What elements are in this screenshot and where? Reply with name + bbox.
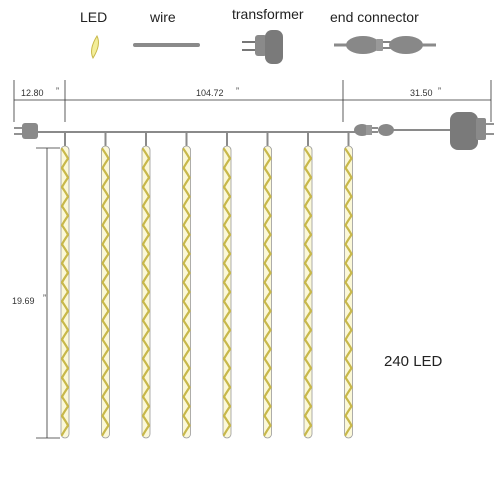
led-strand (303, 132, 313, 439)
led-bulb (182, 424, 191, 437)
dim-right-unit: ” (438, 86, 441, 96)
legend-led-icon (91, 34, 99, 60)
dimension-top (13, 80, 492, 122)
led-strand (182, 132, 191, 439)
transformer-icon (450, 112, 494, 150)
led-bulb (60, 424, 70, 437)
legend-end-connector-label: end connector (330, 9, 419, 25)
legend-led-label: LED (80, 9, 108, 25)
dim-left-value: 12.80 (21, 88, 44, 98)
end-connector-icon (354, 124, 394, 136)
led-bulb (344, 424, 353, 437)
legend-end-connector-icon (334, 36, 436, 54)
led-strands (60, 132, 353, 439)
led-strand (263, 132, 272, 439)
led-bulb (263, 424, 272, 437)
led-strand (101, 132, 110, 439)
legend-wire-label: wire (150, 9, 176, 25)
dim-middle-unit: ” (236, 86, 239, 96)
legend-transformer-icon (242, 30, 283, 64)
left-plug-icon (14, 123, 38, 139)
led-bulb (141, 424, 151, 437)
led-bulb (101, 424, 110, 437)
dimension-left (36, 147, 60, 439)
led-strand (141, 132, 151, 439)
dim-drop-value: 19.69 (12, 296, 35, 306)
led-strand (222, 132, 232, 439)
led-strand (60, 132, 70, 439)
dim-middle-value: 104.72 (196, 88, 224, 98)
legend-transformer-label: transformer (232, 6, 304, 22)
led-strand (344, 132, 353, 439)
main-wire (36, 129, 452, 133)
dim-left-unit: ” (56, 86, 59, 96)
dim-right-value: 31.50 (410, 88, 433, 98)
led-bulb (303, 424, 313, 437)
dim-drop-unit: ” (43, 293, 46, 303)
led-bulb (222, 424, 232, 437)
led-count-label: 240 LED (384, 353, 443, 370)
